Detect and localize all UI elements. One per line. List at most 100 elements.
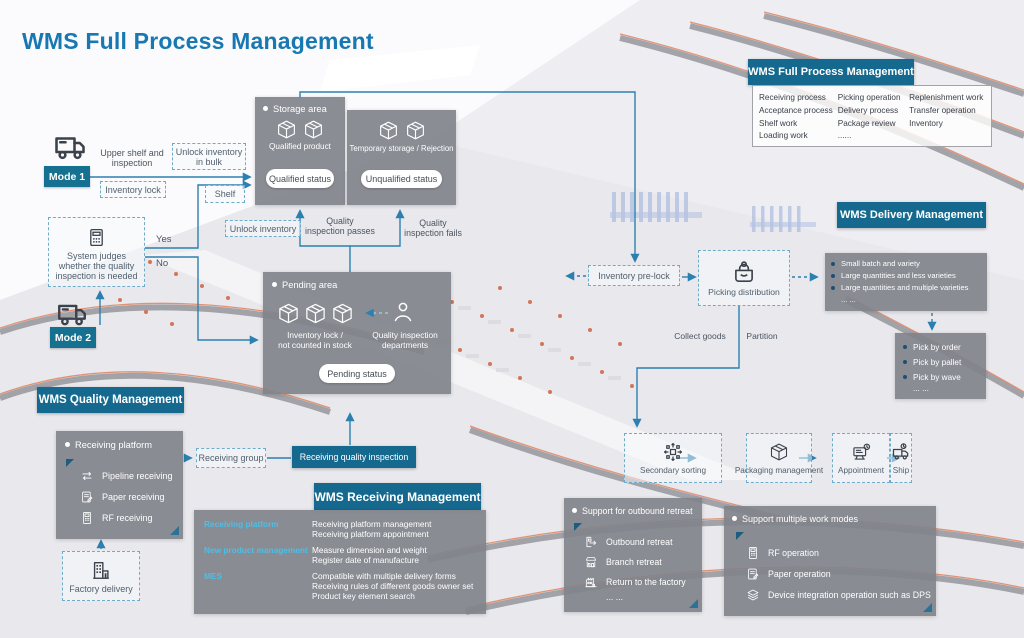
yes-label: Yes [156,234,172,245]
full-process-header: WMS Full Process Management [748,59,914,85]
chain-step-icon [851,442,871,462]
no-label: No [156,258,169,269]
mode1-badge: Mode 1 [44,166,90,187]
receiving-row-key: Receiving platform [204,519,279,529]
delivery-bullet: Small batch and variety [831,258,981,270]
workmode-item-icon [746,546,760,560]
receiving-row: New product management Measure dimension… [204,545,486,565]
pick-mode-bullet: Pick by order [903,340,978,355]
flag-icon [574,523,582,531]
flag-icon [66,459,74,467]
receiving-row-value: Receiving platform management Receiving … [312,519,432,539]
pending-department-caption: Quality inspection departments [372,330,438,350]
partition-label: Partition [746,331,778,341]
process-item: ...... [837,131,852,141]
inventory-lock-box: Inventory lock [100,181,166,198]
pending-area-panel: Pending area Inventory lock / not counte… [263,272,451,394]
box-icon [331,302,354,325]
picking-distribution-box: Picking distribution [698,250,790,306]
picking-distribution-label: Picking distribution [708,287,780,297]
outbound-chain: Secondary sorting Packaging management A… [597,433,912,483]
collect-goods-label: Collect goods [674,331,726,341]
factory-delivery-label: Factory delivery [69,583,133,594]
bullet-dot-icon [903,360,907,364]
process-item: Picking operation [837,93,901,102]
chain-step: Packaging management [735,433,823,483]
temporary-storage-panel: Temporary storage / Rejection Unqualifie… [347,110,456,205]
outbound-title: Support for outbound retreat [564,498,702,516]
bullet-dot-icon [903,375,907,379]
unlock-bulk-box: Unlock inventory in bulk [172,143,246,170]
worker-figures [118,260,634,394]
quality-header: WMS Quality Management [37,387,184,413]
box-icon [405,120,426,141]
workmodes-panel: Support multiple work modes RF operation… [724,506,936,616]
workmodes-title: Support multiple work modes [724,506,936,524]
workmode-item-icon [746,567,760,581]
workmode-items: RF operation Paper operation Device inte… [746,546,931,602]
upper-shelf-label: Upper shelf and inspection [100,148,164,168]
process-item: Receiving process [759,93,826,102]
receiving-group-box: Receiving group [196,448,266,468]
storage-area-title: Storage area [255,97,345,114]
outbound-item-icon [584,575,598,589]
quality-fails-label: Quality inspection fails [404,218,462,238]
bullet-dot-icon [263,106,268,111]
bullet-dot-icon [831,286,835,290]
pending-area-title: Pending area [263,272,451,290]
workmode-item-label: RF operation [768,548,819,558]
receiving-row: MES Compatible with multiple delivery fo… [204,572,486,601]
process-item: Shelf work [759,118,798,128]
receiving-mode-item: RF receiving [80,511,173,525]
delivery-bullet: Large quantities and multiple varieties [831,282,981,294]
factory-icon [90,559,112,581]
receiving-row-key: MES [204,571,222,582]
pick-mode-bullet: Pick by wave [903,370,978,385]
outbound-item-label: Return to the factory [606,577,686,587]
pick-more: ... ... [913,384,929,393]
process-item: Delivery process [837,105,899,115]
outbound-items: Outbound retreat Branch retreat Return t… [584,535,686,589]
system-judges-box: System judges whether the quality inspec… [48,217,145,287]
chain-step-icon [891,442,911,462]
receiving-mode-item: Paper receiving [80,490,173,504]
receiving-mode-label: Paper receiving [102,492,165,502]
picking-basket-icon [731,259,757,285]
outbound-item-label: Branch retreat [606,557,662,567]
outbound-item-icon [584,555,598,569]
flag-icon [736,532,744,540]
receiving-row: Receiving platform Receiving platform ma… [204,519,486,539]
person-icon [391,300,415,324]
pick-mode-bullet: Pick by pallet [903,355,978,370]
factory-delivery-box: Factory delivery [62,551,140,601]
process-item: Acceptance process [759,105,833,115]
receiving-header: WMS Receiving Management [314,483,481,510]
bullet-dot-icon [831,262,835,266]
receiving-mode-label: Pipeline receiving [102,471,173,481]
qualified-product-caption: Qualified product [269,142,331,151]
corner-triangle-icon [170,526,179,535]
chain-step-icon [663,442,683,462]
outbound-item: Outbound retreat [584,535,686,549]
temporary-storage-caption: Temporary storage / Rejection [349,144,454,153]
chain-step-label: Ship [892,465,910,475]
workmode-item: Paper operation [746,567,931,581]
inspect-dashed-arrow [365,308,388,318]
shelf-box: Shelf [205,185,245,203]
page-title: WMS Full Process Management [22,28,374,54]
receiving-mode-icon [80,469,94,483]
box-icon [378,120,399,141]
outbound-item-icon [584,535,598,549]
receiving-panel: Receiving platform Receiving platform ma… [194,510,486,614]
bullet-dot-icon [831,274,835,278]
box-icon [304,302,327,325]
unqualified-status-pill: Unqualified status [361,170,442,188]
receiving-mode-icon [80,490,94,504]
delivery-header: WMS Delivery Management [837,202,986,228]
chain-step: Appointment [832,433,890,483]
box-icon [303,119,324,140]
